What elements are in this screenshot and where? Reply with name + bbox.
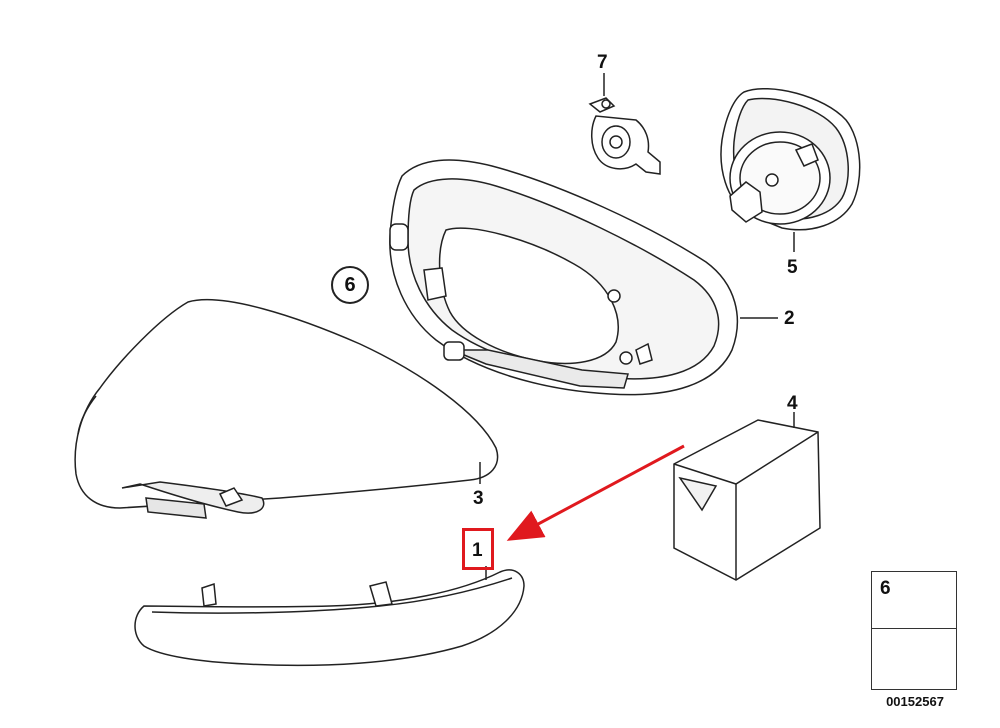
callout-5: 5	[787, 257, 798, 278]
legend-box: 6	[871, 571, 957, 690]
part-1-trim-strip	[134, 566, 525, 667]
part-3-cap	[74, 298, 499, 519]
document-number: 00152567	[886, 694, 944, 709]
callout-7: 7	[597, 52, 608, 73]
legend-number: 6	[880, 578, 891, 599]
part-4-box	[673, 412, 821, 581]
callout-circled-6: 6	[331, 266, 369, 304]
part-5-motor	[720, 88, 861, 252]
highlight-box	[462, 528, 494, 570]
callout-4: 4	[787, 393, 798, 414]
pointer-arrow	[506, 444, 685, 541]
legend-divider	[872, 628, 956, 629]
callout-3: 3	[473, 488, 484, 509]
callout-1: 1	[472, 540, 483, 561]
part-7-clip	[588, 73, 661, 175]
callout-2: 2	[784, 308, 795, 329]
part-2-frame	[389, 159, 778, 396]
